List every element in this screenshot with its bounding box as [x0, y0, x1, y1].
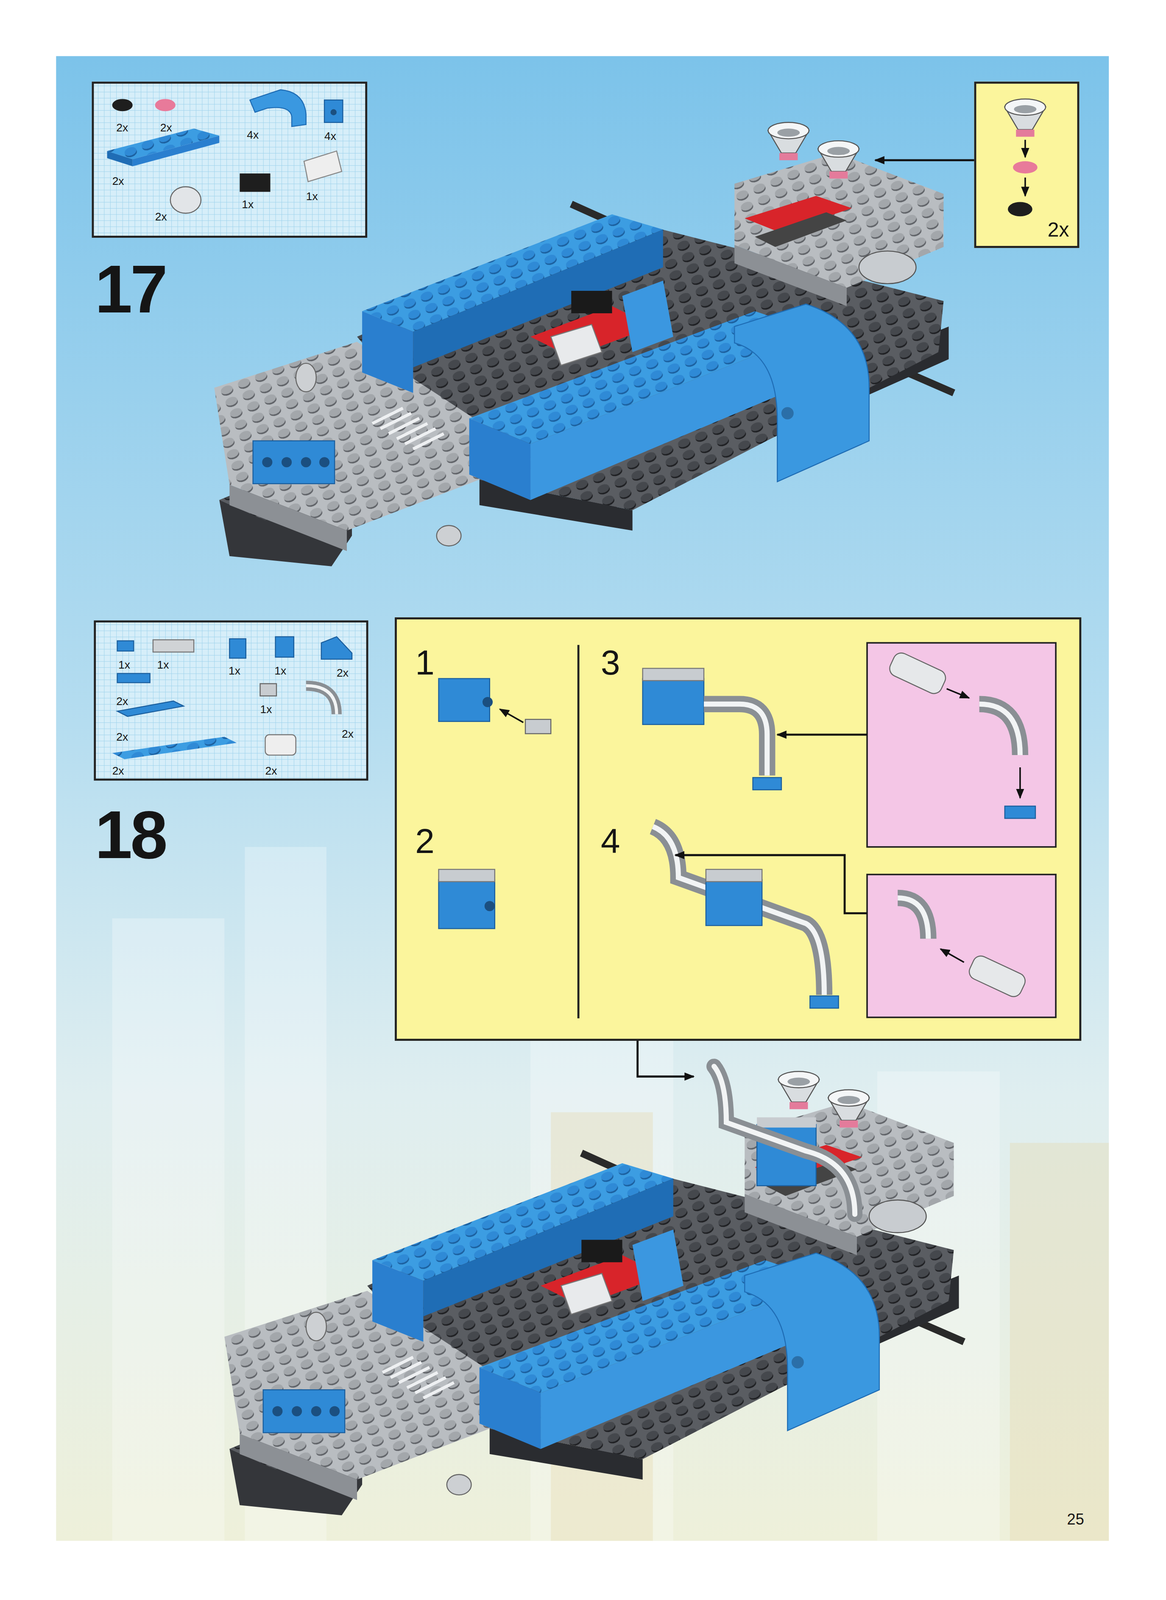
- part-count: 2x: [155, 211, 168, 223]
- sub-step-number: 4: [600, 823, 621, 859]
- parts-list: 2x 2x 4x 4x 2x 2x 1x 1x: [92, 81, 368, 238]
- part-count: 1x: [118, 659, 131, 671]
- sub-assembly-callout: 2x: [974, 81, 1080, 249]
- part-count: 2x: [112, 765, 125, 777]
- part-count: 1x: [306, 190, 318, 202]
- part-count: 1x: [228, 665, 241, 677]
- part-count: 2x: [160, 122, 173, 134]
- part-count: 2x: [116, 731, 129, 743]
- part-count: 1x: [260, 704, 273, 716]
- step-number: 18: [94, 800, 166, 869]
- sub-step-number: 1: [415, 644, 435, 680]
- part-count: 4x: [324, 130, 337, 142]
- part-count: 2x: [336, 667, 349, 679]
- part-count: 2x: [116, 696, 129, 708]
- part-count: 2x: [1047, 219, 1070, 240]
- part-count: 4x: [246, 129, 259, 141]
- part-count: 2x: [112, 175, 125, 187]
- part-count: 2x: [265, 765, 278, 777]
- sub-step-number: 2: [415, 823, 435, 859]
- sub-step-number: 3: [600, 644, 621, 680]
- part-count: 1x: [274, 665, 287, 677]
- part-count: 2x: [116, 122, 129, 134]
- part-count: 1x: [157, 659, 170, 671]
- part-count: 1x: [241, 198, 254, 210]
- step-number: 17: [94, 255, 166, 323]
- sub-assembly-callout: 1 2 3 4: [394, 617, 1082, 1041]
- page-number: 25: [1067, 1511, 1085, 1527]
- parts-list: 1x 1x 1x 1x 2x 2x 1x 2x 2x 2x 2x: [93, 620, 369, 781]
- part-count: 2x: [341, 728, 354, 740]
